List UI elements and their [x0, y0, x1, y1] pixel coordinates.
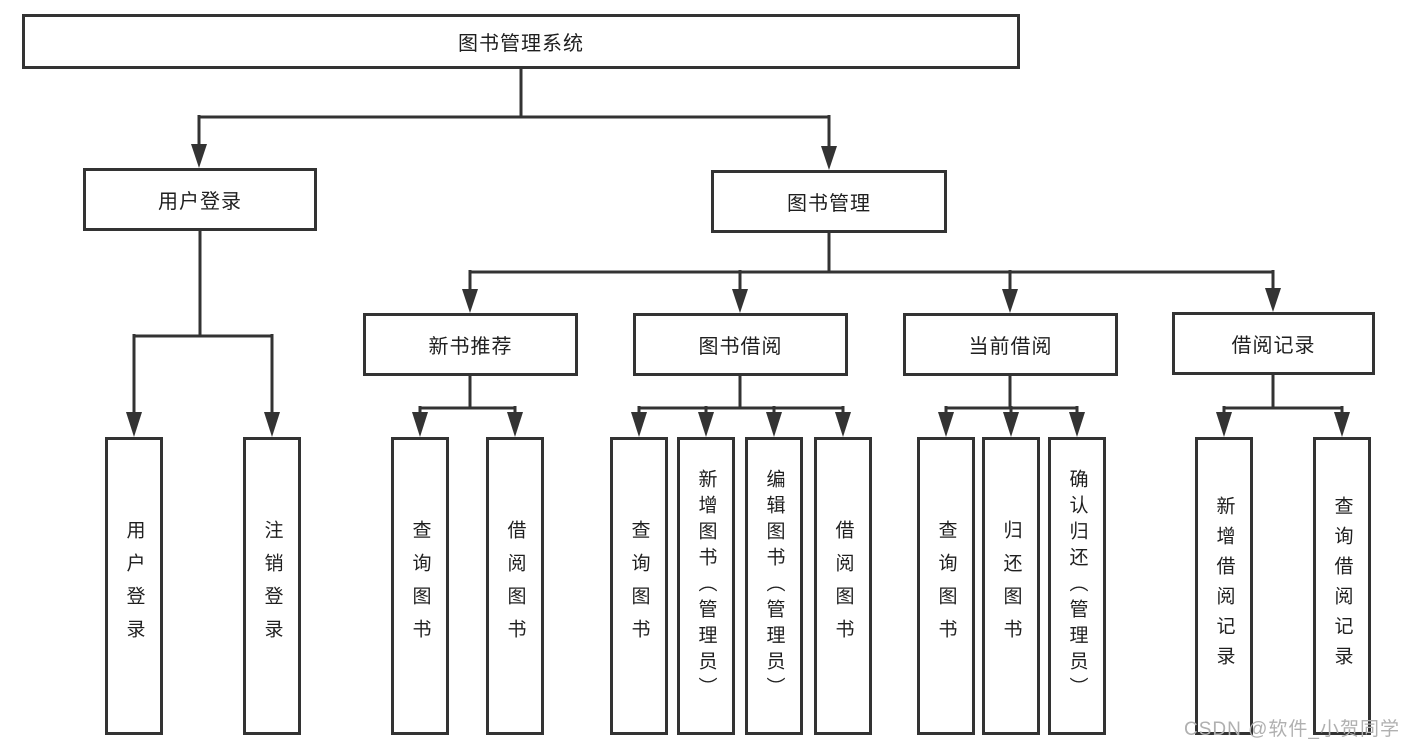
arrow-head	[698, 412, 714, 437]
node-user-login: 用户登录	[83, 168, 317, 231]
arrow-head	[821, 146, 837, 170]
arrow-head	[264, 412, 280, 437]
node-current-borrowing: 当前借阅	[903, 313, 1118, 376]
leaf-add-borrow-record: 新增借阅记录	[1195, 437, 1253, 735]
node-label: 归还图书	[1000, 520, 1022, 652]
leaf-edit-books-admin: 编辑图书（管理员）	[745, 437, 803, 735]
arrow-head	[1069, 412, 1085, 437]
arrow-head	[732, 289, 748, 313]
node-label: 编辑图书（管理员）	[763, 469, 785, 703]
node-label: 图书管理	[787, 193, 871, 215]
leaf-query-books-current: 查询图书	[917, 437, 975, 735]
arrow-head	[835, 412, 851, 437]
connector-book-mgmt-to-level3	[462, 233, 1281, 313]
connector-root-to-level2	[191, 69, 837, 170]
connector-current-borrow-children	[938, 376, 1085, 437]
arrow-head	[631, 412, 647, 437]
leaf-add-books-admin: 新增图书（管理员）	[677, 437, 735, 735]
arrow-head	[1002, 289, 1018, 313]
arrow-head	[191, 144, 207, 168]
leaf-borrow-books: 借阅图书	[814, 437, 872, 735]
node-label: 借阅记录	[1231, 335, 1316, 357]
node-label: 借阅图书	[504, 520, 526, 652]
node-label: 新增借阅记录	[1213, 496, 1235, 676]
node-label: 图书管理系统	[458, 33, 584, 55]
arrow-head	[938, 412, 954, 437]
node-new-book-recommendation: 新书推荐	[363, 313, 578, 376]
node-label: 用户登录	[158, 191, 242, 213]
connector-new-book-children	[412, 376, 523, 437]
node-label: 用户登录	[123, 520, 145, 652]
arrow-head	[1003, 412, 1019, 437]
arrow-head	[507, 412, 523, 437]
node-label: 查询图书	[628, 520, 650, 652]
node-borrowing-records: 借阅记录	[1172, 312, 1375, 375]
csdn-watermark: CSDN @软件_小贺同学	[1184, 719, 1400, 740]
leaf-user-login: 用户登录	[105, 437, 163, 735]
node-book-management: 图书管理	[711, 170, 947, 233]
arrow-head	[1334, 412, 1350, 437]
node-label: 确认归还（管理员）	[1066, 469, 1088, 703]
node-label: 注销登录	[261, 520, 283, 652]
node-label: 借阅图书	[832, 520, 854, 652]
node-book-borrowing: 图书借阅	[633, 313, 848, 376]
node-label: 查询图书	[935, 520, 957, 652]
node-label: 新增图书（管理员）	[695, 469, 717, 703]
leaf-query-books-recommend: 查询图书	[391, 437, 449, 735]
node-label: 查询图书	[409, 520, 431, 652]
leaf-query-books-borrowing: 查询图书	[610, 437, 668, 735]
node-label: 当前借阅	[968, 336, 1053, 358]
leaf-query-borrow-record: 查询借阅记录	[1313, 437, 1371, 735]
connector-book-borrow-children	[631, 376, 851, 437]
connector-borrow-record-children	[1216, 375, 1350, 437]
arrow-head	[126, 412, 142, 437]
leaf-logout: 注销登录	[243, 437, 301, 735]
arrow-head	[1265, 288, 1281, 312]
node-label: 查询借阅记录	[1331, 496, 1353, 676]
arrow-head	[766, 412, 782, 437]
leaf-return-books: 归还图书	[982, 437, 1040, 735]
arrow-head	[1216, 412, 1232, 437]
node-label: 新书推荐	[428, 336, 513, 358]
node-label: 图书借阅	[698, 336, 783, 358]
connector-user-login-children	[126, 231, 280, 437]
leaf-confirm-return-admin: 确认归还（管理员）	[1048, 437, 1106, 735]
node-library-system: 图书管理系统	[22, 14, 1020, 69]
leaf-borrow-books-recommend: 借阅图书	[486, 437, 544, 735]
arrow-head	[412, 412, 428, 437]
arrow-head	[462, 289, 478, 313]
